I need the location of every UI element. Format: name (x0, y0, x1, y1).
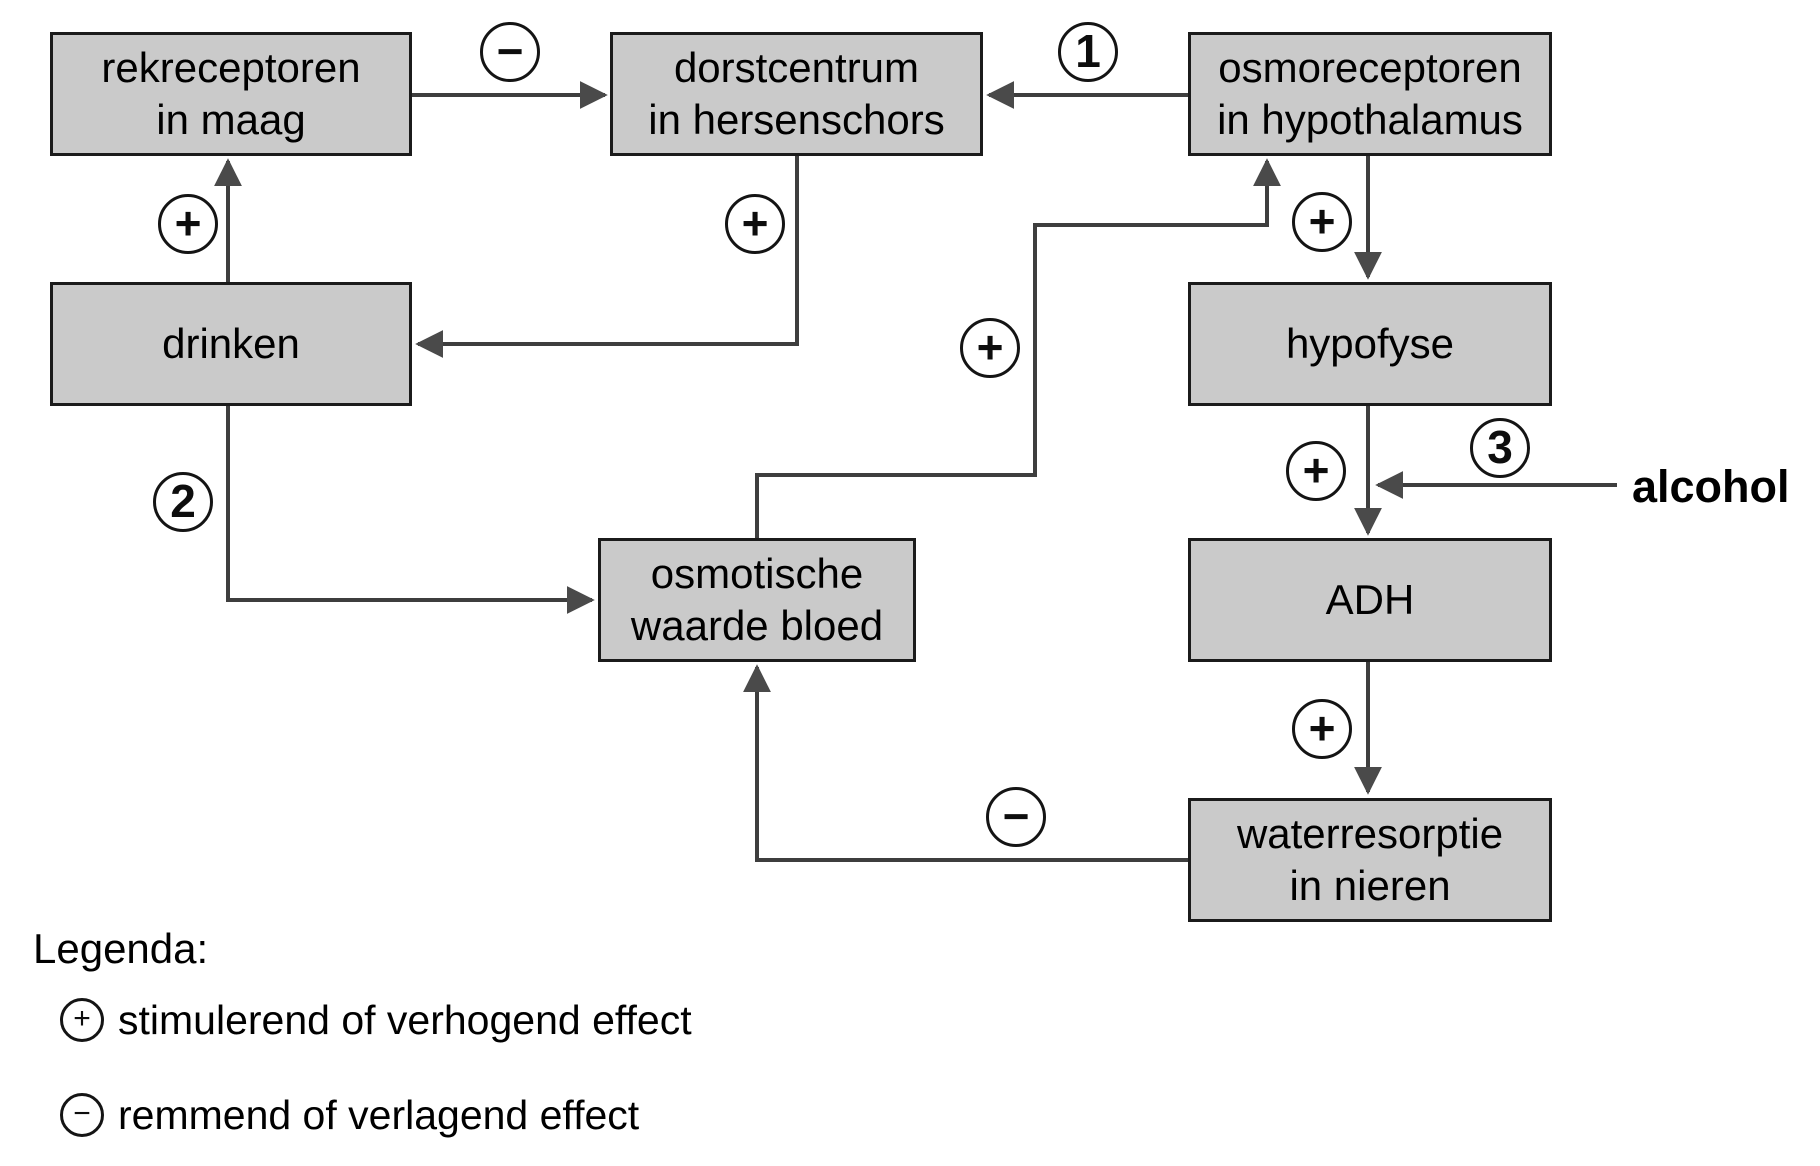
legend-plus-icon: + (60, 998, 104, 1042)
node-osmotische-waarde-bloed: osmotische waarde bloed (598, 538, 916, 662)
plus-marker-dorstcentrum-drinken: + (725, 194, 785, 254)
plus-marker-hypofyse-adh: + (1286, 441, 1346, 501)
node-waterresorptie-in-nieren: waterresorptie in nieren (1188, 798, 1552, 922)
plus-marker-osmoreceptoren-hypofyse: + (1292, 192, 1352, 252)
node-rekreceptoren-in-maag: rekreceptoren in maag (50, 32, 412, 156)
connector-drinken-to-osmotische-waarde (226, 406, 595, 614)
node-hypofyse: hypofyse (1188, 282, 1552, 406)
legend-plus-text: stimulerend of verhogend effect (118, 997, 692, 1043)
plus-marker-osmotische-osmoreceptoren: + (960, 318, 1020, 378)
node-adh: ADH (1188, 538, 1552, 662)
minus-marker-waterresorptie-osmotische: − (986, 787, 1046, 847)
legend-title: Legenda: (33, 925, 209, 972)
node-osmoreceptoren-in-hypothalamus: osmoreceptoren in hypothalamus (1188, 32, 1552, 156)
connector-waterresorptie-to-osmotische-waarde (743, 664, 1188, 862)
plus-marker-drinken-rekreceptoren: + (158, 194, 218, 254)
step-2-marker: 2 (153, 472, 213, 532)
connector-osmotische-waarde-to-osmoreceptoren (755, 158, 1281, 538)
node-dorstcentrum-in-hersenschors: dorstcentrum in hersenschors (610, 32, 983, 156)
node-drinken: drinken (50, 282, 412, 406)
legend-minus-icon: − (60, 1093, 104, 1137)
alcohol-label: alcohol (1632, 461, 1790, 512)
step-3-marker: 3 (1470, 418, 1530, 478)
connector-dorstcentrum-to-drinken (415, 156, 799, 358)
step-1-marker: 1 (1058, 22, 1118, 82)
plus-marker-adh-waterresorptie: + (1292, 699, 1352, 759)
minus-marker-rekreceptoren-dorstcentrum: − (480, 22, 540, 82)
legend-minus-text: remmend of verlagend effect (118, 1092, 640, 1138)
